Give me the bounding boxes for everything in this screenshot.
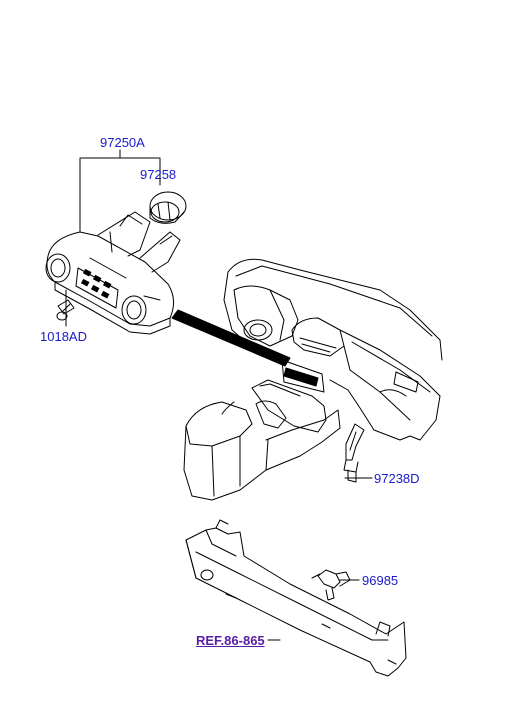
label-97258: 97258 — [140, 167, 177, 182]
screw-part — [56, 299, 75, 321]
cross-member-beam — [185, 519, 407, 677]
label-97250A: 97250A — [100, 135, 145, 150]
label-97238D: 97238D — [374, 471, 420, 486]
pointer-arrow — [171, 309, 291, 367]
climate-control-panel — [45, 211, 181, 335]
label-1018AD: 1018AD — [40, 329, 87, 344]
bracket-sensor-part — [311, 569, 351, 601]
leader-lines — [65, 149, 373, 641]
sensor-part — [343, 423, 365, 483]
reference-link[interactable]: REF.86-865 — [196, 633, 265, 648]
dashboard-assembly — [183, 258, 443, 501]
knob-part — [149, 191, 187, 224]
label-96985: 96985 — [362, 573, 399, 588]
